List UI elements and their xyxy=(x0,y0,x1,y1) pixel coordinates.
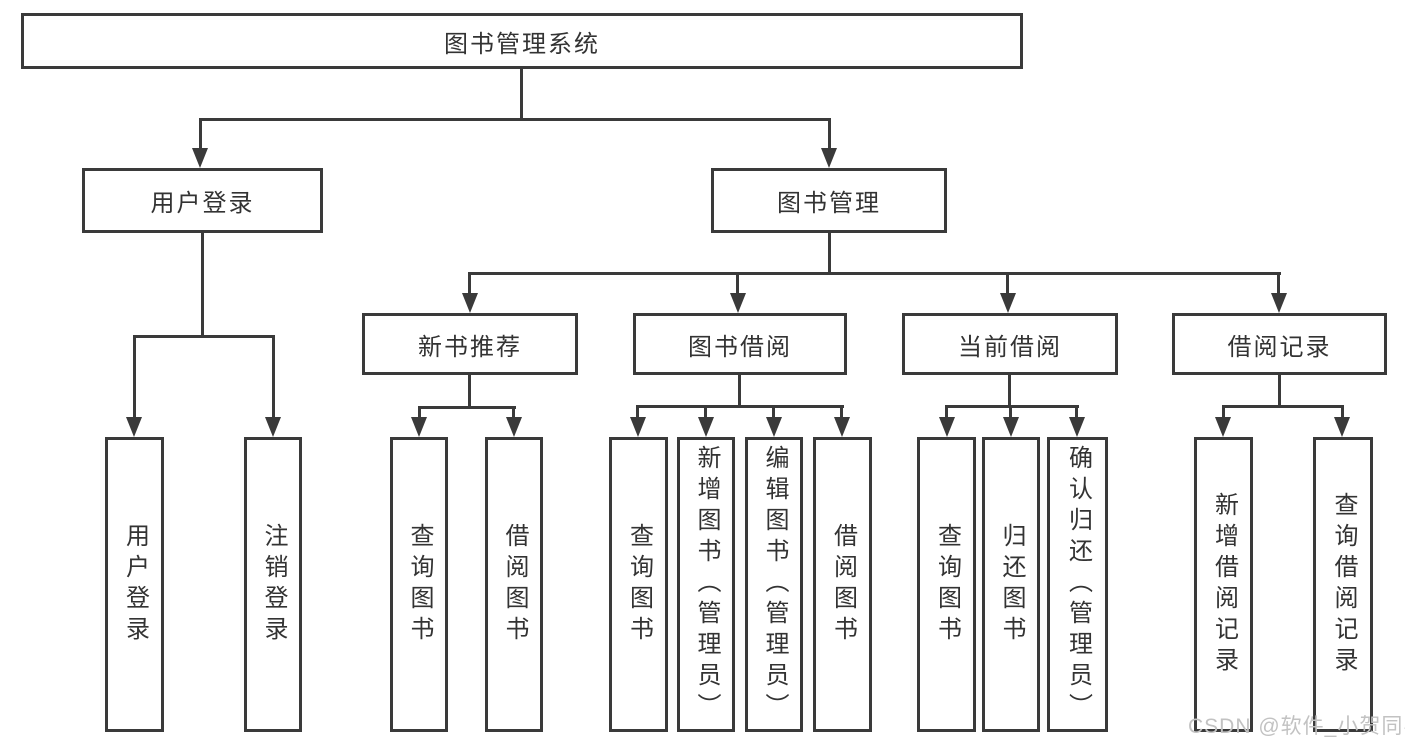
leaf-logout: 注销登录 xyxy=(244,437,302,732)
node-root-library-system: 图书管理系统 xyxy=(21,13,1023,69)
connector-current-bar xyxy=(945,405,1079,408)
node-label: 图书借阅 xyxy=(688,333,792,361)
leaf-label: 确认归还（管理员） xyxy=(1064,445,1092,724)
leaf-add-borrow-record: 新增借阅记录 xyxy=(1194,437,1253,732)
arrow-down-icon xyxy=(506,417,522,437)
connector-arrow-shaft xyxy=(772,405,775,419)
arrow-down-icon xyxy=(265,417,281,437)
connector-arrow-shaft xyxy=(272,335,275,419)
node-current-borrowing: 当前借阅 xyxy=(902,313,1118,375)
connector-arrow-shaft xyxy=(736,272,739,296)
arrow-down-icon xyxy=(1334,417,1350,437)
csdn-watermark: CSDN @软件_小贺同学 xyxy=(1188,715,1405,738)
connector-arrow-shaft xyxy=(512,406,515,419)
connector-arrow-shaft xyxy=(468,272,471,296)
leaf-borrow-books-recommend: 借阅图书 xyxy=(485,437,543,732)
connector-user-login-stem xyxy=(201,233,204,337)
arrow-down-icon xyxy=(411,417,427,437)
leaf-user-login: 用户登录 xyxy=(105,437,164,732)
connector-arrow-shaft xyxy=(418,406,421,419)
leaf-edit-book-admin: 编辑图书（管理员） xyxy=(745,437,803,732)
connector-arrow-shaft xyxy=(1075,405,1078,419)
arrow-down-icon xyxy=(1069,417,1085,437)
connector-arrow-shaft xyxy=(1009,405,1012,419)
node-label: 借阅记录 xyxy=(1227,333,1332,361)
connector-current-stem xyxy=(1008,375,1011,408)
node-book-borrowing: 图书借阅 xyxy=(633,313,847,375)
connector-arrow-shaft xyxy=(828,118,831,150)
connector-arrow-shaft xyxy=(704,405,707,419)
node-label: 当前借阅 xyxy=(958,333,1062,361)
leaf-confirm-return-admin: 确认归还（管理员） xyxy=(1047,437,1108,732)
arrow-down-icon xyxy=(192,148,208,168)
leaf-label: 新增借阅记录 xyxy=(1210,491,1238,678)
connector-arrow-shaft xyxy=(1341,405,1344,419)
leaf-return-book: 归还图书 xyxy=(982,437,1040,732)
arrow-down-icon xyxy=(462,293,478,313)
node-new-book-recommendation: 新书推荐 xyxy=(362,313,578,375)
arrow-down-icon xyxy=(1271,293,1287,313)
leaf-borrow-books-borrowing: 借阅图书 xyxy=(813,437,872,732)
leaf-label: 查询借阅记录 xyxy=(1330,491,1357,678)
leaf-label: 查询图书 xyxy=(406,522,433,647)
connector-arrow-shaft xyxy=(133,335,136,419)
connector-new-book-bar xyxy=(418,406,516,409)
leaf-label: 借阅图书 xyxy=(501,522,528,647)
connector-arrow-shaft xyxy=(199,118,202,150)
node-book-management: 图书管理 xyxy=(711,168,947,233)
node-label: 图书管理系统 xyxy=(444,30,600,58)
arrow-down-icon xyxy=(766,417,782,437)
node-label: 图书管理 xyxy=(777,190,881,217)
connector-arrow-shaft xyxy=(945,405,948,419)
node-borrowing-records: 借阅记录 xyxy=(1172,313,1387,375)
connector-user-login-bar xyxy=(133,335,274,338)
leaf-query-borrow-record: 查询借阅记录 xyxy=(1313,437,1373,732)
arrow-down-icon xyxy=(1215,417,1231,437)
arrow-down-icon xyxy=(730,293,746,313)
leaf-label: 新增图书（管理员） xyxy=(693,445,720,724)
arrow-down-icon xyxy=(1003,417,1019,437)
connector-borrowing-bar xyxy=(636,405,844,408)
connector-arrow-shaft xyxy=(636,405,639,419)
arrow-down-icon xyxy=(834,417,850,437)
connector-arrow-shaft xyxy=(1222,405,1225,419)
connector-root-bar xyxy=(199,118,831,121)
leaf-label: 编辑图书（管理员） xyxy=(761,445,788,724)
arrow-down-icon xyxy=(1000,293,1016,313)
leaf-label: 用户登录 xyxy=(121,522,149,647)
leaf-query-books-borrowing: 查询图书 xyxy=(609,437,668,732)
leaf-label: 归还图书 xyxy=(998,522,1025,647)
connector-book-mgmt-stem xyxy=(828,233,831,274)
connector-borrowing-stem xyxy=(738,375,741,408)
connector-arrow-shaft xyxy=(1006,272,1009,296)
leaf-query-books-recommend: 查询图书 xyxy=(390,437,448,732)
connector-new-book-stem xyxy=(468,375,471,409)
arrow-down-icon xyxy=(821,148,837,168)
leaf-query-books-current: 查询图书 xyxy=(917,437,976,732)
leaf-label: 借阅图书 xyxy=(829,522,857,647)
node-label: 新书推荐 xyxy=(418,333,522,361)
leaf-label: 查询图书 xyxy=(625,522,653,647)
arrow-down-icon xyxy=(630,417,646,437)
node-label: 用户登录 xyxy=(150,190,255,217)
arrow-down-icon xyxy=(126,417,142,437)
connector-records-bar xyxy=(1222,405,1344,408)
node-user-login: 用户登录 xyxy=(82,168,323,233)
leaf-add-book-admin: 新增图书（管理员） xyxy=(677,437,735,732)
connector-book-mgmt-bar xyxy=(468,272,1281,275)
connector-arrow-shaft xyxy=(840,405,843,419)
connector-root-stem xyxy=(520,69,523,119)
arrow-down-icon xyxy=(939,417,955,437)
leaf-label: 查询图书 xyxy=(933,522,961,647)
leaf-label: 注销登录 xyxy=(260,522,287,647)
connector-arrow-shaft xyxy=(1277,272,1280,296)
arrow-down-icon xyxy=(698,417,714,437)
connector-records-stem xyxy=(1278,375,1281,408)
